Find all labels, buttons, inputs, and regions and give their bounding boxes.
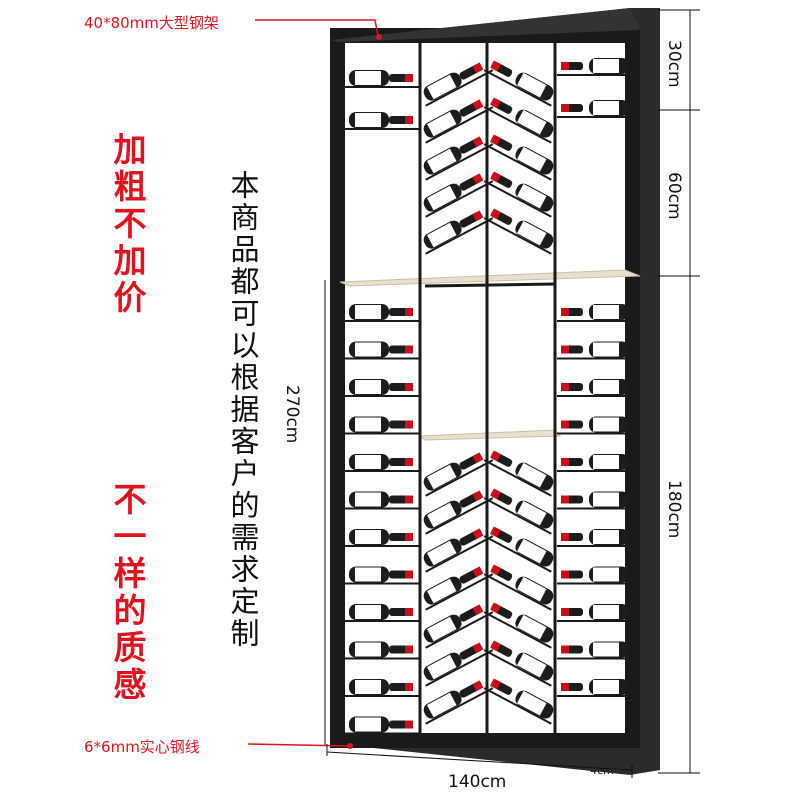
customization-note: 本商品都可以根据客户的需求定制 bbox=[226, 170, 260, 650]
dim-height-mid: 60cm bbox=[664, 172, 684, 220]
wine-bottle bbox=[483, 171, 554, 218]
wine-bottle bbox=[483, 134, 554, 181]
slogan-quality: 不一样的质感 bbox=[108, 482, 147, 704]
bottles-left-column bbox=[345, 70, 421, 735]
wine-bottle bbox=[557, 379, 633, 397]
shelf-upper bbox=[339, 269, 641, 287]
bottles-chevron-lower bbox=[423, 450, 554, 725]
wine-bottle bbox=[423, 642, 494, 687]
dim-height-bottom: 180cm bbox=[664, 480, 684, 539]
wine-bottle bbox=[557, 100, 633, 118]
wire-callout-line bbox=[247, 743, 351, 747]
wine-bottle bbox=[557, 604, 633, 622]
dim-line-width bbox=[326, 751, 633, 771]
wine-bottle bbox=[483, 526, 554, 573]
wine-bottle bbox=[423, 680, 494, 725]
wire-spec-callout: 6*6mm实心钢线 bbox=[84, 738, 200, 756]
wine-bottle bbox=[423, 490, 494, 535]
wine-bottle bbox=[557, 341, 633, 360]
wine-bottle bbox=[557, 566, 633, 585]
wine-bottle bbox=[345, 716, 421, 735]
wine-bottle bbox=[483, 450, 554, 497]
dim-width: 140cm bbox=[448, 772, 507, 792]
wine-bottle bbox=[345, 454, 421, 472]
dim-height-total: 270cm bbox=[282, 385, 302, 444]
wine-bottle bbox=[483, 97, 554, 144]
wine-bottle bbox=[557, 679, 633, 697]
wine-bottle bbox=[483, 602, 554, 649]
wine-bottle bbox=[483, 564, 554, 611]
wine-bottle bbox=[483, 640, 554, 687]
bottles-right-column bbox=[557, 58, 633, 697]
wine-bottle bbox=[423, 99, 494, 144]
shelf-middle bbox=[418, 429, 562, 441]
wine-bottle bbox=[345, 112, 421, 130]
wine-bottle bbox=[557, 416, 633, 435]
wine-bottle bbox=[423, 136, 494, 181]
wine-bottle bbox=[557, 304, 633, 322]
slogan-thicker: 加粗不加价 bbox=[108, 132, 147, 317]
wine-bottle bbox=[557, 529, 633, 547]
wine-bottle bbox=[345, 491, 421, 510]
wine-bottle bbox=[345, 416, 421, 435]
wine-bottle bbox=[423, 62, 494, 107]
wine-bottle bbox=[423, 528, 494, 573]
frame-spec-callout: 40*80mm大型钢架 bbox=[84, 14, 219, 32]
wine-bottle bbox=[483, 488, 554, 535]
wine-bottle bbox=[345, 304, 421, 322]
wine-bottle bbox=[345, 529, 421, 547]
wine-bottle bbox=[557, 58, 633, 76]
wine-bottle bbox=[345, 566, 421, 585]
wine-bottle bbox=[483, 678, 554, 725]
wine-bottle bbox=[557, 641, 633, 660]
wine-bottle bbox=[557, 454, 633, 472]
wine-bottle bbox=[345, 641, 421, 660]
wine-bottle bbox=[345, 70, 421, 88]
wire-h1 bbox=[424, 282, 556, 288]
wine-bottle bbox=[423, 452, 494, 497]
wire-callout-dot bbox=[347, 743, 353, 749]
frame-top-edge bbox=[330, 8, 640, 42]
wine-bottle bbox=[423, 173, 494, 218]
wine-bottle bbox=[345, 679, 421, 697]
wine-bottle bbox=[483, 60, 554, 107]
wine-bottle bbox=[345, 341, 421, 360]
wine-bottle bbox=[345, 379, 421, 397]
dim-height-top: 30cm bbox=[664, 40, 684, 88]
frame-callout-line bbox=[255, 19, 379, 37]
wine-bottle bbox=[345, 604, 421, 622]
frame-callout-dot bbox=[376, 34, 382, 40]
wine-bottle bbox=[423, 566, 494, 611]
bottles-chevron-upper bbox=[423, 60, 554, 255]
wine-bottle bbox=[483, 208, 554, 255]
wine-bottle bbox=[423, 210, 494, 255]
wine-bottle bbox=[557, 491, 633, 510]
wine-bottle bbox=[423, 604, 494, 649]
